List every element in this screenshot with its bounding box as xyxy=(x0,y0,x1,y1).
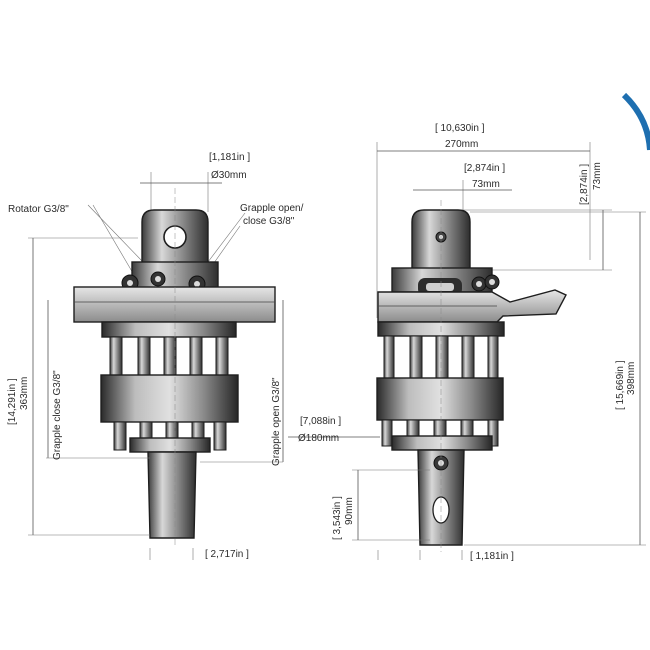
side-height-inch: [ 15,669in ] xyxy=(615,360,626,410)
side-height-mm: 398mm xyxy=(626,362,637,395)
side-view: [ 10,630in ] 270mm [2,874in ] 73mm [2,87… xyxy=(288,123,646,562)
side-shaft-mm: 90mm xyxy=(344,497,355,525)
grapple-close-vertical-label: Grapple close G3/8" xyxy=(52,370,63,460)
side-right-dim-inch: [2,874in ] xyxy=(579,164,590,205)
front-top-dim-mm: Ø30mm xyxy=(211,170,247,181)
front-flange xyxy=(73,286,276,323)
side-width-inch: [ 10,630in ] xyxy=(435,123,485,134)
grapple-open-vertical-label: Grapple open G3/8" xyxy=(271,377,282,466)
side-bottom-dim-inch: [ 1,181in ] xyxy=(470,551,514,562)
side-shaft-inch: [ 3,543in ] xyxy=(332,496,343,540)
front-shaft xyxy=(147,451,197,539)
side-main-body xyxy=(376,377,504,421)
side-diameter-inch: [7,088in ] xyxy=(300,416,341,427)
side-right-dim-mm: 73mm xyxy=(592,162,603,190)
front-height-mm: 363mm xyxy=(19,377,30,410)
side-offset-inch: [2,874in ] xyxy=(464,163,505,174)
grapple-open-label-2: close G3/8" xyxy=(243,216,295,227)
front-height-inch: [14,291in ] xyxy=(7,378,18,425)
front-top-dim-inch: [1,181in ] xyxy=(209,152,250,163)
side-offset-mm: 73mm xyxy=(472,179,500,190)
decorative-blue-arc xyxy=(621,92,650,151)
side-width-mm: 270mm xyxy=(445,139,478,150)
front-main-body xyxy=(100,374,239,423)
front-view: [1,181in ] Ø30mm Rotator G3/8" Grapple o… xyxy=(7,152,304,560)
rotator-port-label: Rotator G3/8" xyxy=(8,204,69,215)
front-bottom-dim-inch: [ 2,717in ] xyxy=(205,549,249,560)
grapple-open-label-1: Grapple open/ xyxy=(240,203,304,214)
side-diameter-mm: Ø180mm xyxy=(298,433,339,444)
